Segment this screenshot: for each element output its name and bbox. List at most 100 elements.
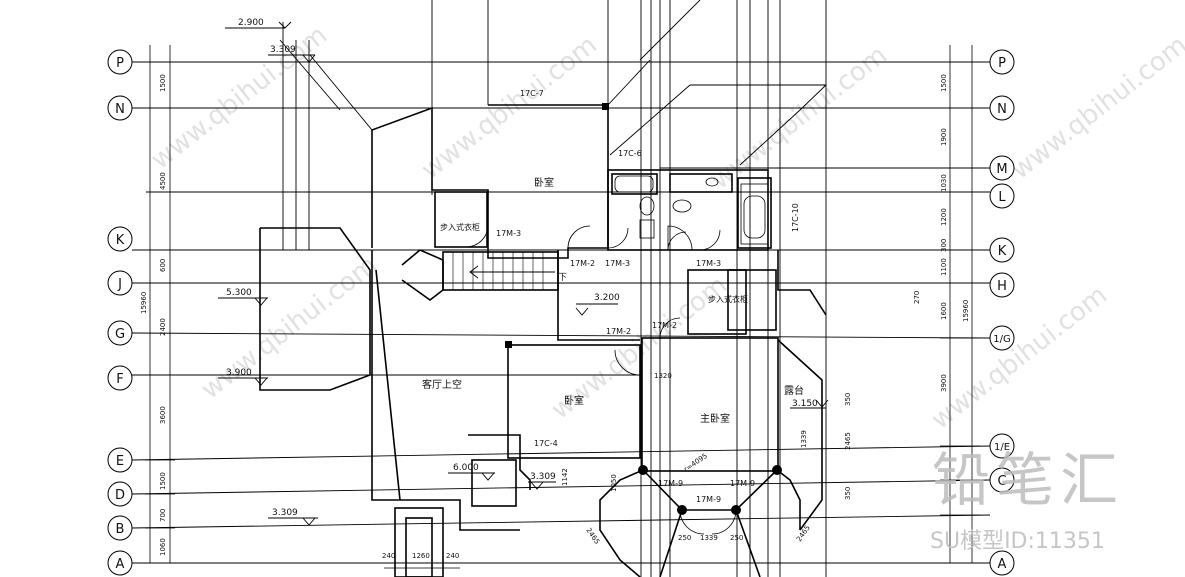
elevation-label: 3.309 xyxy=(270,45,296,55)
dimension-label: 1320 xyxy=(654,372,672,380)
elevation-label: 2.900 xyxy=(238,18,264,28)
elevation-label: 3.900 xyxy=(226,368,252,378)
door-tag: 17M-9 xyxy=(696,495,721,504)
elevation-label: 3.200 xyxy=(594,293,620,303)
dimension-label: 1030 xyxy=(940,174,948,192)
room-label: 主卧室 xyxy=(700,412,730,425)
dimension-label: 1100 xyxy=(940,258,948,276)
dimension-label: 240 xyxy=(382,552,395,560)
walls xyxy=(259,104,827,577)
elevation-label: 3.309 xyxy=(530,472,556,482)
axis-bubbles-left xyxy=(107,49,133,576)
axis-label: J xyxy=(117,277,122,292)
dimension-label: 4500 xyxy=(159,172,167,190)
room-label: 露台 xyxy=(784,384,804,397)
axis-bubbles-right xyxy=(989,49,1015,576)
axis-label: D xyxy=(115,488,125,503)
dimension-lines xyxy=(145,45,980,569)
dimension-label: 1142 xyxy=(561,468,569,486)
elevation-markers xyxy=(218,21,829,526)
dimension-label: 2465 xyxy=(795,524,812,543)
dimension-label: 240 xyxy=(446,552,459,560)
axis-label: A xyxy=(116,557,125,572)
dimension-label: 250 xyxy=(730,534,743,542)
dimension-label: 2400 xyxy=(159,318,167,336)
door-tag: 17M-3 xyxy=(605,259,630,268)
room-label: 客厅上空 xyxy=(422,378,462,391)
dimension-label: 1339 xyxy=(800,430,808,448)
axis-label: 1/E xyxy=(994,442,1010,453)
watermark-text: www.qbihui.com xyxy=(196,250,383,405)
axis-label: E xyxy=(116,454,124,469)
door-tag: 17M-9 xyxy=(730,479,755,488)
elevation-label: 5.300 xyxy=(226,288,252,298)
elevation-values: 2.900 3.309 5.300 3.900 6.000 3.309 3.30… xyxy=(226,18,818,518)
door-tag: 17M-3 xyxy=(496,229,521,238)
dimension-label: 2465 xyxy=(844,432,852,450)
axis-labels-right: P N M L K H 1/G 1/E C A xyxy=(993,56,1010,572)
room-label: 步入式衣柜 xyxy=(708,294,748,304)
axis-label: M xyxy=(996,162,1007,177)
stair-arrow xyxy=(469,265,555,279)
dimension-label: 3900 xyxy=(940,374,948,392)
stair-direction-label: 下 xyxy=(558,273,567,283)
dimension-label: 700 xyxy=(159,509,167,522)
window-tag: 17C-7 xyxy=(520,89,544,98)
dimension-label: 1500 xyxy=(159,472,167,490)
room-label: 步入式衣柜 xyxy=(440,222,480,232)
axis-label: P xyxy=(116,56,124,71)
brand-logo-text: 铅笔汇 xyxy=(932,446,1124,514)
dimension-values-right: 1500 1900 1030 1200 300 1100 1600 3900 1… xyxy=(940,74,970,392)
axis-label: H xyxy=(997,279,1007,294)
dimension-label: 2465 xyxy=(584,527,601,546)
roof-lines xyxy=(279,0,827,166)
axis-labels-left: P N K J G F E D B A xyxy=(115,56,125,572)
elevation-label: 3.309 xyxy=(272,508,298,518)
axis-label: K xyxy=(116,233,125,248)
door-tag: 17M-9 xyxy=(658,479,683,488)
dimension-label: 350 xyxy=(844,487,852,500)
dimension-label: 1500 xyxy=(940,74,948,92)
axis-label: P xyxy=(998,56,1006,71)
room-label: 卧室 xyxy=(534,176,554,189)
model-id-text: SU模型ID:11351 xyxy=(930,529,1105,554)
door-tag: 17M-2 xyxy=(570,259,595,268)
dimension-label: 1600 xyxy=(940,302,948,320)
dimension-label: 270 xyxy=(913,291,921,304)
dimension-label: 1260 xyxy=(412,552,430,560)
watermark-text: www.qbihui.com xyxy=(146,20,333,175)
brand-overlay: 铅笔汇 SU模型ID:11351 xyxy=(930,446,1124,554)
axis-label: N xyxy=(997,102,1007,117)
door-tag: 17M-2 xyxy=(652,321,677,330)
door-tag: 17M-2 xyxy=(606,327,631,336)
dimension-values-left: 1500 4500 600 2400 3600 1500 700 1060 15… xyxy=(140,74,167,556)
axis-label: B xyxy=(116,522,125,537)
dimension-label: 300 xyxy=(940,239,948,252)
dimension-label: 250 xyxy=(678,534,691,542)
window-tag: 17C-4 xyxy=(534,439,558,448)
elevation-label: 6.000 xyxy=(453,463,479,473)
dimension-label: 3600 xyxy=(159,406,167,424)
elevation-label: 3.150 xyxy=(792,399,818,409)
axis-label: G xyxy=(115,327,125,342)
dimension-label: 1060 xyxy=(159,538,167,556)
bathroom-fixtures xyxy=(614,175,769,251)
axis-lines-vertical xyxy=(282,0,827,577)
opening-tags: 17C-7 17C-6 17C-10 17C-4 17M-3 17M-2 17M… xyxy=(496,89,800,504)
window-tag: 17C-10 xyxy=(791,203,800,232)
axis-label: A xyxy=(998,557,1007,572)
axis-label: C xyxy=(997,474,1006,489)
room-names: 卧室 步入式衣柜 步入式衣柜 卧室 主卧室 客厅上空 露台 xyxy=(422,176,804,425)
dimension-label: 1050 xyxy=(610,474,618,492)
axis-label: K xyxy=(998,244,1007,259)
dimension-label: 1200 xyxy=(940,208,948,226)
room-label: 卧室 xyxy=(564,394,584,407)
dimension-label: 1900 xyxy=(940,128,948,146)
watermark-text: www.qbihui.com xyxy=(706,40,893,195)
dimension-label: 1339 xyxy=(700,534,718,542)
dimension-label: 600 xyxy=(159,259,167,272)
watermark-text: www.qbihui.com xyxy=(926,280,1113,435)
dimension-label: 350 xyxy=(844,393,852,406)
dimension-label: 15960 xyxy=(140,292,148,314)
watermark-text: www.qbihui.com xyxy=(1006,30,1185,185)
